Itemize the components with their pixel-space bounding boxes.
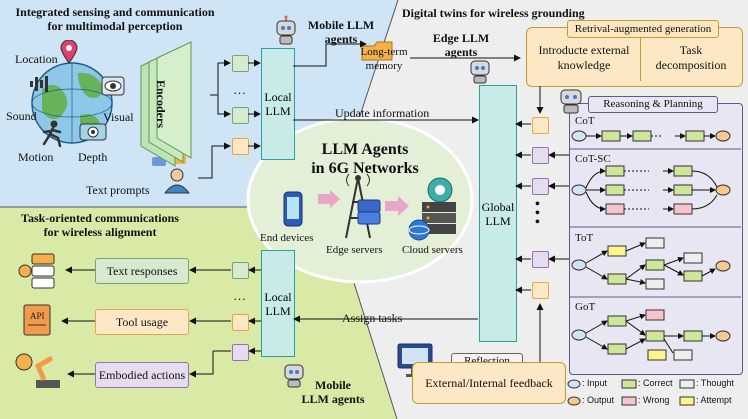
legend-thought: : Thought <box>696 378 734 388</box>
legend-output: : Output <box>582 395 615 405</box>
sound-label: Sound <box>6 109 37 123</box>
token-orange <box>532 282 549 299</box>
token-orange <box>232 138 249 155</box>
cloud-server-icon <box>408 177 456 241</box>
depth-label: Depth <box>78 150 108 164</box>
token-orange <box>532 117 549 134</box>
global-llm: Global LLM <box>479 85 517 342</box>
token-purple <box>532 251 549 268</box>
encoders-stack <box>140 41 192 167</box>
tot-label: ToT <box>575 232 594 244</box>
ellipsis: … <box>233 82 246 97</box>
robot-arm-icon <box>15 353 60 388</box>
embodied-actions-box: Embodied actions <box>95 362 189 388</box>
end-devices-label: End devices <box>260 232 314 244</box>
location-label: Location <box>15 52 58 66</box>
api-icon: API <box>23 304 51 336</box>
legend-icons <box>567 379 695 406</box>
arrow-pink <box>385 196 409 216</box>
local-llm-bottom: Local LLM <box>261 250 295 357</box>
token-green <box>232 55 249 72</box>
tower-icon <box>345 173 381 239</box>
twins-section-title: Digital twins for wireless grounding <box>402 6 585 20</box>
location-pin-icon <box>60 40 78 64</box>
legend-correct: : Correct <box>638 378 673 388</box>
token-green <box>232 262 249 279</box>
visual-label: Visual <box>103 110 134 124</box>
ellipsis: … <box>233 288 246 303</box>
depth-camera-icon <box>79 123 107 141</box>
tool-usage-box: Tool usage <box>95 309 189 335</box>
reasoning-graphs <box>569 130 741 361</box>
vertical-ellipsis: ••• <box>535 197 540 230</box>
cloud-servers-label: Cloud servers <box>402 244 463 256</box>
list-icon <box>18 253 55 289</box>
sensing-section-title: Integrated sensing and communication for… <box>15 5 215 33</box>
cot-label: CoT <box>575 115 595 127</box>
update-info-label: Update information <box>335 106 430 120</box>
legend-input: : Input <box>582 378 608 388</box>
robot-icon <box>276 15 296 45</box>
svg-text:API: API <box>30 311 45 321</box>
token-purple <box>532 178 549 195</box>
arrow-pink <box>318 190 340 208</box>
legend-attempt: : Attempt <box>696 395 732 405</box>
running-person-icon <box>42 120 62 148</box>
token-orange <box>232 314 249 331</box>
motion-label: Motion <box>18 150 54 164</box>
microphone-icon <box>30 76 48 92</box>
feedback-box: External/Internal feedback <box>412 362 566 404</box>
rag-divider <box>640 38 641 81</box>
token-green <box>232 107 249 124</box>
legend-wrong: : Wrong <box>638 395 670 405</box>
edge-servers-label: Edge servers <box>326 244 383 256</box>
phone-icon <box>283 191 303 227</box>
reasoning-title: Reasoning & Planning <box>588 96 718 113</box>
token-purple <box>532 147 549 164</box>
robot-icon <box>560 89 582 114</box>
text-responses-box: Text responses <box>95 258 189 284</box>
eye-icon <box>101 76 125 96</box>
text-prompts-label: Text prompts <box>86 183 150 197</box>
robot-icon <box>470 60 490 84</box>
assign-tasks-label: Assign tasks <box>342 311 403 325</box>
token-purple <box>232 344 249 361</box>
cotsc-label: CoT-SC <box>575 153 611 165</box>
encoders-label: Encoders <box>154 80 168 128</box>
got-label: GoT <box>575 301 596 313</box>
rag-title: Retrival-augmented generation <box>567 20 719 38</box>
robot-icon <box>284 364 304 388</box>
task-section-title: Task-oriented communications for wireles… <box>21 211 179 239</box>
local-llm-top: Local LLM <box>261 48 295 160</box>
